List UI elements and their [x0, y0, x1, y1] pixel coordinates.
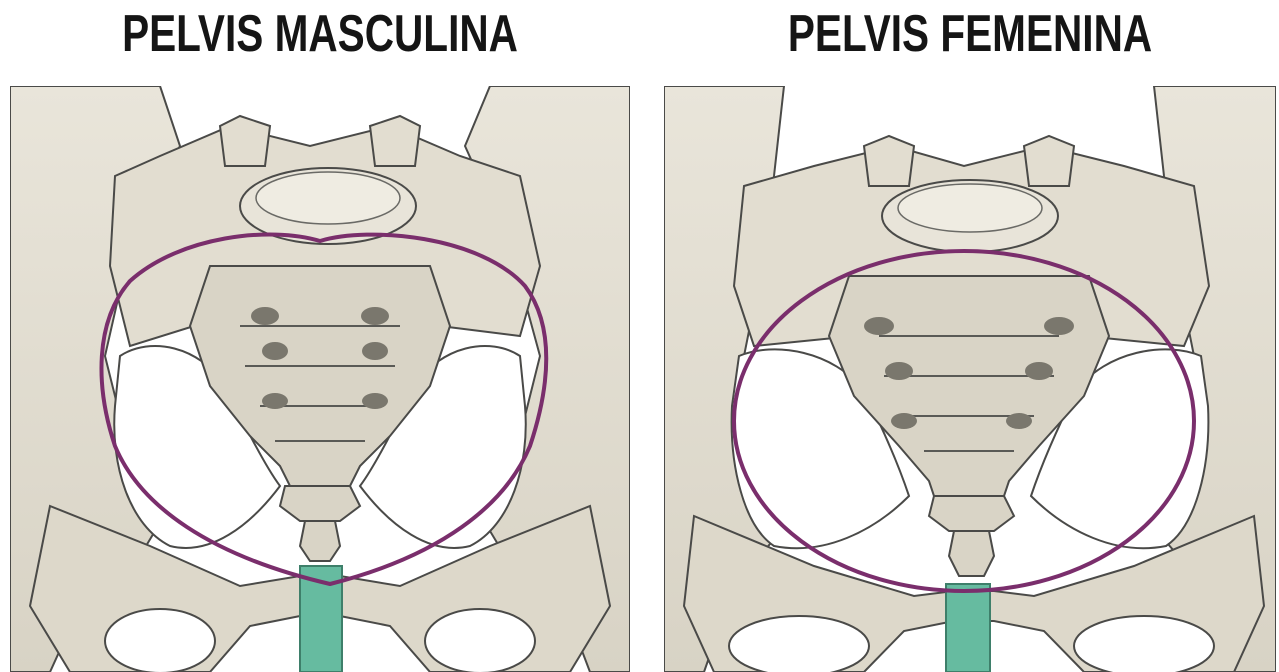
male-pelvis-title: PELVIS MASCULINA: [78, 4, 562, 64]
coccyx: [280, 486, 360, 521]
pubic-symphysis: [946, 584, 990, 672]
female-pelvis-illustration: [664, 86, 1276, 672]
male-pelvis-illustration: [10, 86, 630, 672]
coccyx: [929, 496, 1014, 531]
female-pelvis-title: PELVIS FEMENINA: [731, 4, 1208, 64]
